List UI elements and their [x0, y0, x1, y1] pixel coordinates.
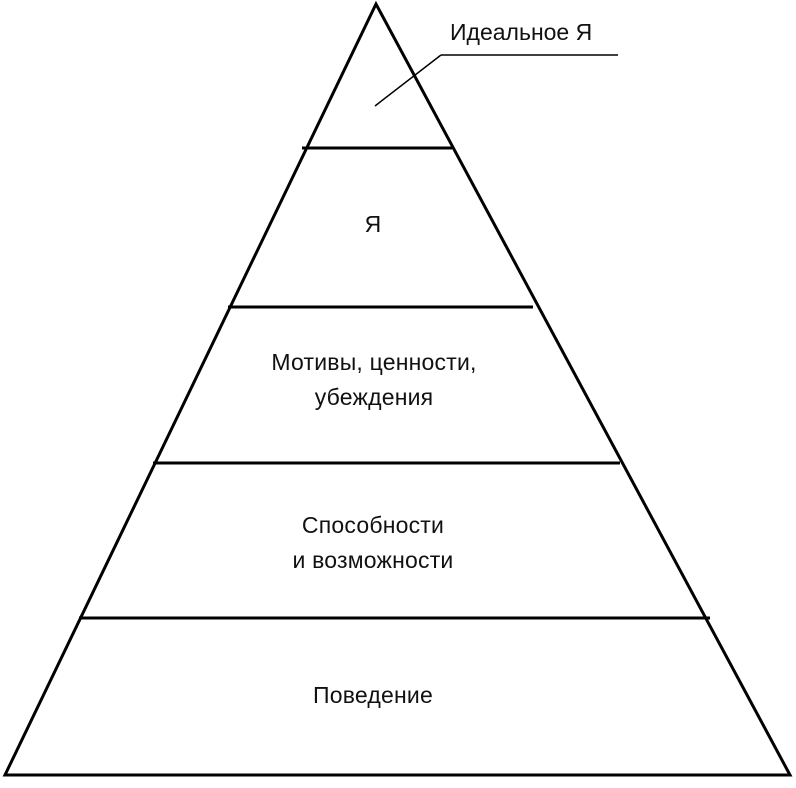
pyramid-outline: [2, 0, 793, 777]
callout-label-ideal-self: Идеальное Я: [450, 19, 592, 45]
level-label-motives-line-1: Мотивы, ценности,: [271, 349, 476, 375]
level-label-abilities-line-2: и возможности: [293, 547, 454, 573]
level-label-behavior: Поведение: [313, 682, 433, 708]
level-label-motives-line-2: убеждения: [315, 384, 434, 410]
level-label-self: Я: [365, 211, 382, 237]
level-label-abilities-line-1: Способности: [302, 512, 444, 538]
callout-leader-line: [374, 54, 442, 107]
